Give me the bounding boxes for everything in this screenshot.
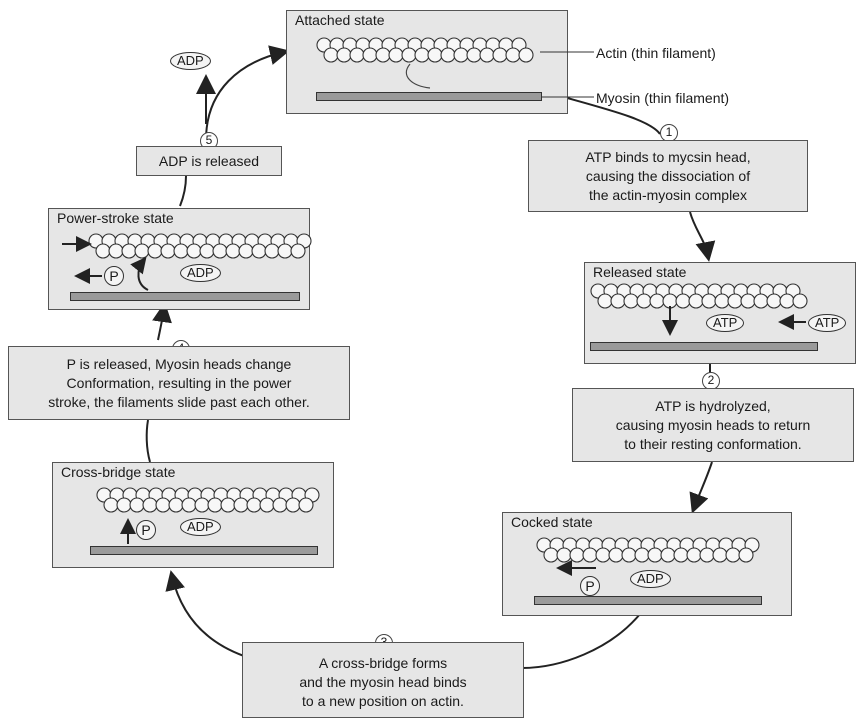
cocked-phosphate: P [580,576,600,596]
released-state-title: Released state [593,264,687,280]
step-5-note: ADP is released [136,146,282,176]
myosin-label: Myosin (thin filament) [596,90,730,106]
step-3-line: to a new position on actin. [302,692,464,709]
step-4-line: P is released, Myosin heads change [66,355,292,372]
step-1-line: ATP binds to mycsin head, [585,148,751,165]
actin-bead [792,293,808,309]
power-stroke-myosin-filament [70,292,300,301]
arrow-attached-to-step1 [559,95,661,135]
step-4-line: stroke, the filaments slide past each ot… [48,393,310,410]
cocked-myosin-filament [534,596,762,605]
step-1-number: 1 [660,124,678,142]
released-actin-filament [590,283,808,309]
released-adp-molecule: ADP [170,52,211,70]
actin-label: Actin (thin filament) [596,45,716,61]
step-3-note: A cross-bridge forms and the myosin head… [242,642,524,718]
step-1-line: causing the dissociation of [585,167,751,184]
step-4-line: Conformation, resulting in the power [66,374,292,391]
cross-bridge-phosphate: P [136,520,156,540]
released-myosin-filament [590,342,818,351]
cross-bridge-adp-molecule: ADP [180,518,221,536]
bound-atp-molecule: ATP [706,314,745,332]
step-1-line: the actin-myosin complex [589,186,747,203]
cross-bridge-actin-filament [96,487,320,513]
arrow-powerstroke-to-step5 [179,175,187,207]
arrow-step4-to-powerstroke [152,302,172,341]
cross-bridge-myosin-filament [90,546,318,555]
arrow-cocked-to-step3 [521,613,641,669]
cocked-state-title: Cocked state [511,514,593,530]
actin-bead [298,497,314,513]
arrow-step5-to-attached [205,45,290,141]
power-stroke-adp-molecule: ADP [180,264,221,282]
attached-actin-filament [316,37,534,63]
step-3-line: and the myosin head binds [299,673,467,690]
step-2-line: causing myosin heads to return [615,416,811,433]
step-3-line: A cross-bridge forms [318,654,448,671]
actin-bead [518,47,534,63]
cocked-adp-molecule: ADP [630,570,671,588]
step-1-note: ATP binds to mycsin head, causing the di… [528,140,808,212]
incoming-atp-molecule: ATP [808,314,847,332]
step-5-line: ADP is released [158,152,260,169]
power-stroke-actin-filament [88,233,312,259]
step-4-note: P is released, Myosin heads change Confo… [8,346,350,420]
cross-bridge-state-title: Cross-bridge state [61,464,176,480]
actin-bead [290,243,306,259]
arrow-step1-to-released [689,211,716,262]
power-stroke-state-title: Power-stroke state [57,210,174,226]
arrow-step2-to-cocked [689,461,713,514]
actin-bead [738,547,754,563]
power-stroke-phosphate: P [104,266,124,286]
attached-myosin-filament [316,92,542,101]
step-2-line: ATP is hydrolyzed, [655,397,771,414]
step-2-note: ATP is hydrolyzed, causing myosin heads … [572,388,854,462]
step-2-line: to their resting conformation. [624,435,802,452]
cocked-actin-filament [536,537,760,563]
arrow-step3-to-crossbridge [165,570,245,657]
arrow-crossbridge-to-step4 [145,419,151,463]
attached-state-title: Attached state [295,12,385,28]
